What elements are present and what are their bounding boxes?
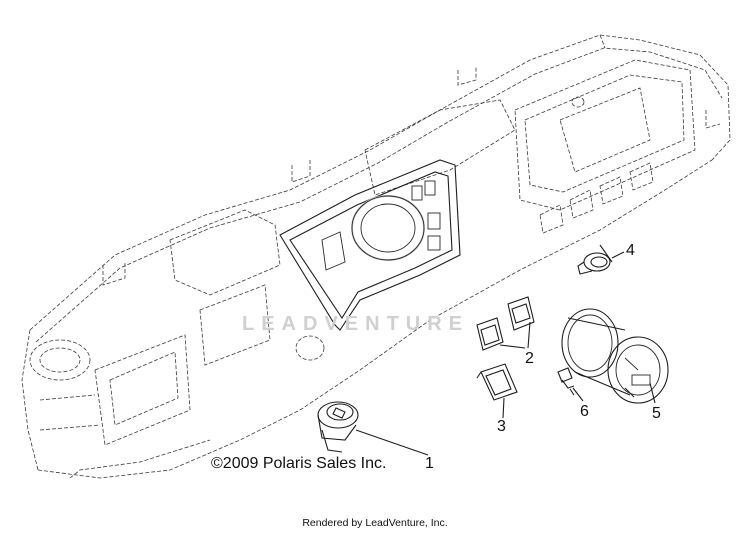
callout-1: 1 — [425, 455, 434, 472]
callout-6: 6 — [580, 403, 589, 420]
copyright-text: ©2009 Polaris Sales Inc. — [211, 455, 387, 472]
callout-5: 5 — [652, 405, 661, 422]
cluster-bezel — [279, 159, 461, 331]
watermark-text: LEADVENTURE — [242, 313, 470, 335]
rocker-switch-pair[interactable] — [476, 296, 535, 351]
leader-lines — [355, 244, 656, 456]
callout-3: 3 — [497, 418, 506, 435]
callout-4: 4 — [626, 242, 635, 259]
callout-2: 2 — [525, 350, 534, 367]
ignition-switch[interactable] — [317, 401, 359, 453]
indicator-light[interactable] — [577, 251, 625, 275]
rendered-by-footer: Rendered by LeadVenture, Inc. — [302, 517, 448, 529]
speedometer-gauge[interactable] — [561, 308, 669, 404]
dashboard-panel — [21, 34, 731, 479]
callouts: 1 2 3 4 5 6 — [425, 242, 661, 472]
bulb[interactable] — [557, 367, 575, 396]
switch-3[interactable] — [476, 363, 518, 401]
